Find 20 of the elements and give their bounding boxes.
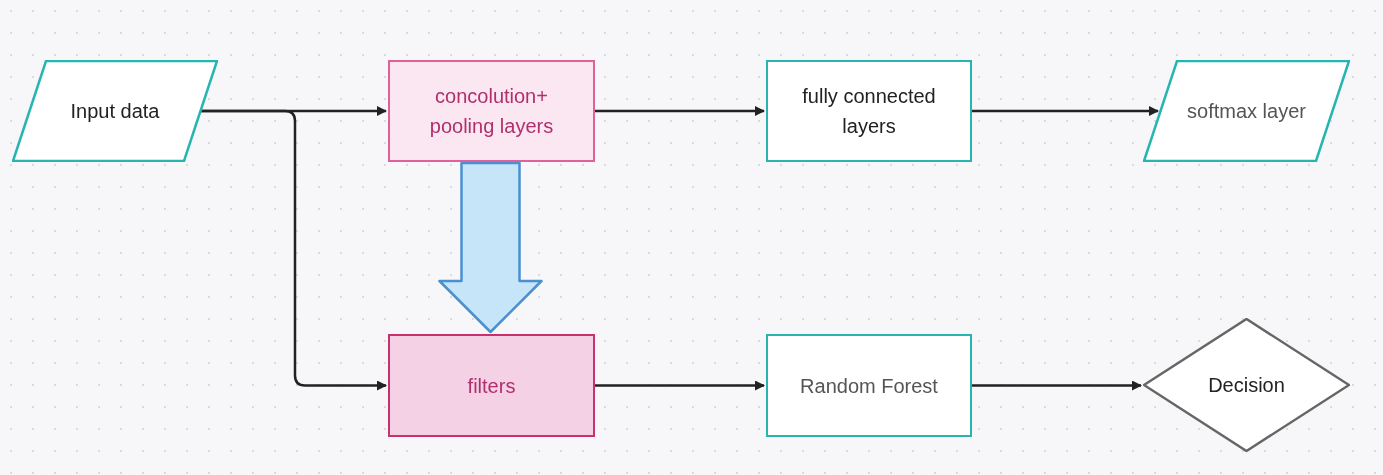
process-box <box>388 60 595 162</box>
node-label: filters <box>467 373 516 399</box>
node-label: softmax layer <box>1187 99 1306 124</box>
node-label: Random Forest <box>800 373 938 399</box>
node-label: concolution+ pooling layers <box>428 84 555 139</box>
arrow <box>972 106 1159 116</box>
arrow <box>595 106 765 116</box>
node-label: fully connected layers <box>801 84 937 139</box>
process-box <box>766 60 972 162</box>
input-parallelogram <box>12 60 218 162</box>
arrow <box>595 380 765 391</box>
node-label: Decision <box>1208 373 1285 398</box>
block-arrow <box>438 161 543 334</box>
process-box <box>388 334 595 437</box>
arrow <box>201 109 387 391</box>
arrow <box>972 380 1142 391</box>
decision-diamond <box>1143 318 1350 452</box>
process-box <box>766 334 972 437</box>
output-parallelogram <box>1143 60 1350 162</box>
node-label: Input data <box>70 99 160 124</box>
